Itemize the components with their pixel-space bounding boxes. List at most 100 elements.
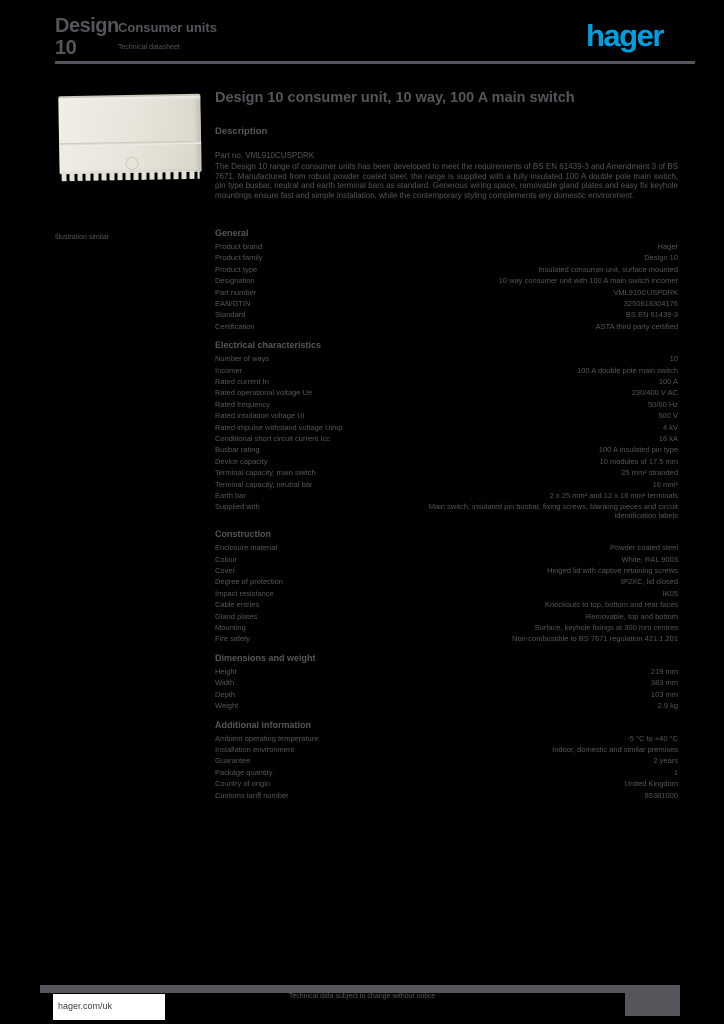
spec-label: Designation (215, 276, 255, 286)
spec-label: Incomer (215, 365, 243, 375)
spec-label: Rated impulse withstand voltage Uimp (215, 422, 343, 432)
document-title: Consumer units (118, 20, 217, 35)
spec-label: EAN/GTIN (215, 298, 251, 308)
spec-row: Busbar rating 100 A insulated pin type (215, 446, 678, 455)
spec-value: 4 kV (662, 422, 678, 432)
spec-label: Installation environment (215, 745, 295, 754)
spec-label: Product brand (215, 242, 263, 251)
spec-row: Fire safety Non-combustible to BS 7671 re… (215, 635, 678, 644)
spec-label: Part number (215, 287, 257, 297)
document-subtitle: Technical datasheet (118, 44, 180, 51)
spec-label: Depth (215, 689, 236, 699)
spec-row: Customs tariff number 85381000 (215, 790, 678, 801)
spec-label: Height (215, 666, 237, 676)
product-title: Design 10 consumer unit, 10 way, 100 A m… (215, 90, 575, 106)
spec-value: 103 mm (650, 689, 678, 699)
spec-value: Hinged lid with captive retaining screws (547, 566, 678, 576)
spec-label: Customs tariff number (215, 790, 289, 800)
spec-label: Number of ways (215, 354, 270, 364)
brand-block: Design 10 (55, 15, 119, 59)
spec-value: United Kingdom (624, 779, 678, 789)
spec-value: Removable, top and bottom (585, 611, 678, 621)
spec-label: Package quantity (215, 767, 273, 777)
spec-row: Depth 103 mm (215, 689, 678, 700)
spec-value: Non-combustible to BS 7671 regulation 42… (512, 634, 678, 644)
spec-label: Rated insulation voltage Ui (215, 411, 305, 421)
spec-row: Device capacity 10 modules of 17.5 mm (215, 456, 678, 467)
website-link[interactable]: hager.com/uk (58, 1001, 113, 1011)
spec-label: Device capacity (215, 456, 268, 466)
spec-value: 383 mm (650, 678, 678, 688)
spec-row: Rated insulation voltage Ui 500 V (215, 412, 678, 421)
spec-label: Cable entries (215, 600, 260, 610)
spec-label: Degree of protection (215, 577, 283, 587)
spec-value: VML910CUSPDRK (613, 287, 678, 297)
spec-label: Enclosure material (215, 543, 278, 553)
spec-label: Cover (215, 566, 236, 576)
spec-label: Product family (215, 253, 263, 263)
spec-value: 500 V (658, 411, 678, 421)
spec-value: 25 mm² stranded (621, 468, 678, 478)
spec-value: White, RAL 9003 (621, 554, 678, 564)
spec-label: Fire safety (215, 634, 251, 644)
part-number-line: Part no. VML910CUSPDRK (215, 151, 315, 160)
spec-section-heading: Construction (215, 529, 271, 540)
brand-line-1: Design (55, 15, 119, 37)
spec-label: Country of origin (215, 779, 271, 789)
spec-label: Earth bar (215, 490, 246, 500)
spec-label: Weight (215, 701, 239, 711)
spec-value: Hager (657, 242, 678, 251)
spec-value: Indoor, domestic and similar premises (552, 745, 678, 754)
footer-note: Technical data subject to change without… (288, 993, 436, 1000)
spec-value: 16 mm² (652, 479, 678, 489)
spec-value: 2 x 25 mm² and 12 x 16 mm² terminals (549, 490, 678, 500)
header-divider (55, 61, 695, 64)
spec-row: Ambient operating temperature-5 °C to +4… (215, 733, 678, 744)
spec-row: Rated frequency 50/60 Hz (215, 399, 678, 410)
spec-label: Busbar rating (215, 445, 260, 455)
spec-label: Terminal capacity, neutral bar (215, 479, 313, 489)
spec-value: 10 modules of 17.5 mm (599, 456, 678, 466)
spec-value: 10 (669, 354, 678, 364)
brand-line-2: 10 (55, 37, 77, 59)
description-heading: Description (215, 126, 268, 137)
spec-value: 2.9 kg (657, 701, 678, 711)
consumer-unit-knockouts (61, 170, 200, 182)
spec-row: Product family Design 10 (215, 254, 678, 263)
product-image (56, 91, 205, 184)
spec-label: Terminal capacity, main switch (215, 468, 316, 478)
spec-value: 85381000 (644, 790, 678, 800)
spec-label: Product type (215, 264, 258, 274)
spec-label: Rated frequency (215, 399, 271, 409)
spec-row: Installation environment Indoor, domestic… (215, 745, 678, 755)
spec-value: Design 10 (644, 253, 678, 263)
spec-label: Ambient operating temperature (215, 733, 319, 743)
spec-label: Guarantee (215, 756, 251, 766)
spec-row: Earth bar 2 x 25 mm² and 12 x 16 mm² term… (215, 490, 678, 501)
spec-label: Conditional short circuit current Icc (215, 433, 331, 443)
spec-label: Rated operational voltage Ue (215, 388, 313, 398)
spec-label: Colour (215, 554, 238, 564)
spec-value: 16 kA (658, 433, 678, 443)
spec-section-heading: Electrical characteristics (215, 340, 322, 351)
hager-logo: hager (586, 18, 664, 53)
spec-row: Rated impulse withstand voltage Uimp 4 kV (215, 422, 678, 433)
spec-value: 50/60 Hz (647, 399, 678, 409)
spec-row: Cover Hinged lid with captive retaining s… (215, 567, 678, 576)
spec-value: 100 A insulated pin type (598, 445, 678, 455)
